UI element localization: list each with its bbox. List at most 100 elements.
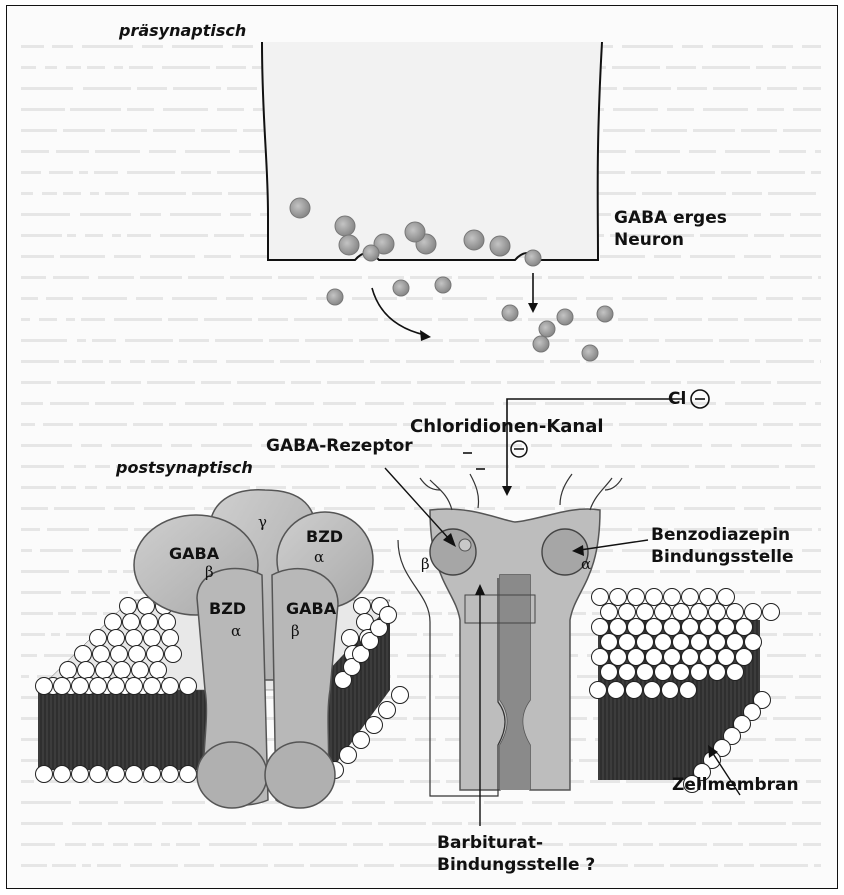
leader-gaba-receptor — [385, 468, 450, 540]
lipid-head — [718, 589, 735, 606]
lipid-head — [709, 604, 726, 621]
benzo-label-line1: Benzodiazepin — [651, 524, 790, 546]
vesicle — [335, 216, 355, 236]
lipid-head — [72, 766, 89, 783]
lipid-head — [709, 634, 726, 651]
lipid-head — [159, 614, 176, 631]
benzo-label-line2: Bindungsstelle — [651, 546, 794, 568]
lipid-head — [664, 619, 681, 636]
channel-outline-frame — [398, 508, 432, 760]
glycosylation-branches — [420, 474, 622, 510]
gaba-molecule — [582, 345, 598, 361]
lipid-head — [75, 646, 92, 663]
gaba-molecule — [557, 309, 573, 325]
lipid-head — [380, 607, 397, 624]
subunit-bzd-front-label: BZD — [209, 599, 246, 618]
lipid-head — [111, 646, 128, 663]
lipid-head — [637, 604, 654, 621]
lipid-head — [628, 589, 645, 606]
subunit-alpha-front-label: α — [231, 622, 241, 640]
barbiturate-label-line1: Barbiturat- — [437, 832, 543, 854]
gaba-molecule — [435, 277, 451, 293]
lipid-head — [72, 678, 89, 695]
lipid-head — [691, 634, 708, 651]
lipid-head — [646, 649, 663, 666]
lipid-head — [727, 604, 744, 621]
gaba-molecule — [502, 305, 518, 321]
lipid-head — [129, 646, 146, 663]
lipid-head — [340, 747, 357, 764]
lipid-head — [628, 619, 645, 636]
lipid-head — [162, 630, 179, 647]
gaba-molecule — [327, 289, 343, 305]
lipid-head — [379, 702, 396, 719]
vesicle — [490, 236, 510, 256]
lipid-head — [36, 678, 53, 695]
subunit-beta-front-label: β — [291, 622, 300, 640]
chloride-path-arrow — [507, 399, 682, 488]
chloride-path-arrow-head — [502, 486, 512, 496]
lipid-head — [78, 662, 95, 679]
chloride-ion-label: Cl — [668, 388, 686, 410]
lipid-head — [96, 662, 113, 679]
neuron-label-line1: GABA erges — [614, 207, 727, 229]
lipid-head — [144, 766, 161, 783]
subunit-gaba-left-label: GABA — [169, 544, 219, 563]
lipid-head — [673, 604, 690, 621]
lipid-head — [664, 589, 681, 606]
subunit-beta-left-label: β — [205, 563, 214, 581]
lipid-head — [655, 634, 672, 651]
lipid-head — [126, 678, 143, 695]
lipid-head — [108, 766, 125, 783]
lipid-head — [655, 664, 672, 681]
lipid-head — [727, 664, 744, 681]
lipid-head — [664, 649, 681, 666]
lipid-head — [392, 687, 409, 704]
lipid-head — [108, 678, 125, 695]
presynaptic-terminal — [262, 42, 602, 260]
lipid-head — [354, 598, 371, 615]
release-arrow-left-head — [420, 330, 431, 341]
lipid-head — [150, 662, 167, 679]
lipid-head — [126, 630, 143, 647]
lipid-head — [626, 682, 643, 699]
cell-membrane-label: Zellmembran — [672, 774, 799, 796]
lipid-head — [592, 589, 609, 606]
lipid-head — [120, 598, 137, 615]
lipid-head — [60, 662, 77, 679]
gaba-molecule — [597, 306, 613, 322]
lipid-head — [610, 589, 627, 606]
lipid-head — [601, 634, 618, 651]
lipid-head — [680, 682, 697, 699]
subunit-gaba-front-label: GABA — [286, 599, 336, 618]
lipid-head — [700, 589, 717, 606]
lipid-head — [114, 662, 131, 679]
release-arrow-down-head — [528, 303, 538, 313]
vesicle — [405, 222, 425, 242]
gaba-molecule — [539, 321, 555, 337]
lipid-head — [682, 589, 699, 606]
lipid-head — [54, 678, 71, 695]
lipid-head — [691, 664, 708, 681]
lipid-head — [619, 604, 636, 621]
chloride-channel-section — [398, 474, 622, 796]
vesicle — [290, 198, 310, 218]
lipid-head — [619, 634, 636, 651]
lipid-head — [655, 604, 672, 621]
lipid-head — [718, 649, 735, 666]
lipid-head — [90, 766, 107, 783]
lipid-head — [123, 614, 140, 631]
lipid-head — [709, 664, 726, 681]
subunit-bzd-top-label: BZD — [306, 527, 343, 546]
channel-alpha-label: α — [581, 555, 591, 573]
lipid-head — [682, 619, 699, 636]
gaba-molecule — [525, 250, 541, 266]
receptor-base-left — [197, 742, 267, 808]
gaba-molecule — [363, 245, 379, 261]
lipid-head — [637, 664, 654, 681]
lipid-head — [90, 678, 107, 695]
lipid-head — [54, 766, 71, 783]
lipid-head — [366, 717, 383, 734]
lipid-head — [601, 664, 618, 681]
